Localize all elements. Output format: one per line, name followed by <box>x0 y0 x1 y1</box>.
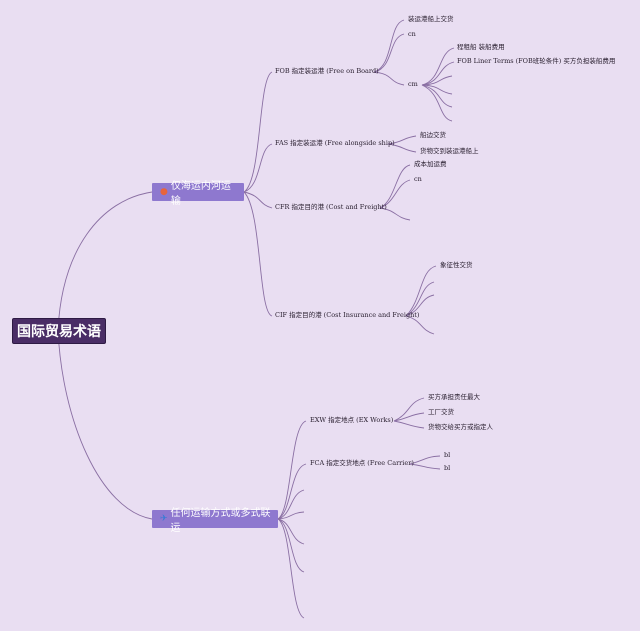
root-label: 国际贸易术语 <box>17 324 101 340</box>
fas-child-label[interactable]: 船边交货 <box>420 131 446 139</box>
sea-to-cif-connector <box>243 191 273 317</box>
term-exw[interactable]: EXW 指定地点 (EX Works) <box>310 416 394 424</box>
fob-child-label[interactable]: cm <box>408 80 418 88</box>
root-to-any-connector <box>57 329 153 520</box>
cm-child-connector <box>421 84 453 122</box>
cm-child-connector <box>421 84 453 95</box>
fas-child-connector <box>387 135 417 145</box>
mark-icon: ● <box>160 187 168 197</box>
sea-to-fas-connector <box>243 143 273 193</box>
cfr-child-label[interactable]: cn <box>414 175 422 183</box>
cm-child-connector <box>421 84 453 108</box>
cfr-child-label[interactable]: 成本加运费 <box>414 160 447 168</box>
fob-child-connector <box>373 71 405 86</box>
term-fca[interactable]: FCA 指定交货地点 (Free Carrier) <box>310 459 414 467</box>
exw-child-label[interactable]: 买方承担责任最大 <box>428 393 480 401</box>
fob-child-connector <box>373 33 405 73</box>
any-to-term-connector <box>277 518 305 545</box>
fca-child-label[interactable]: bl <box>444 451 451 459</box>
cif-child-connector <box>405 281 435 317</box>
fob-child-label[interactable]: 装运港船上交货 <box>408 15 454 23</box>
exw-child-label[interactable]: 工厂交货 <box>428 408 454 416</box>
cfr-child-connector <box>379 164 411 209</box>
term-cif[interactable]: CIF 指定目的港 (Cost Insurance and Freight) <box>275 311 420 319</box>
root-node[interactable]: 国际贸易术语 <box>12 318 106 344</box>
cif-child-connector <box>405 315 435 335</box>
sea-to-cfr-connector <box>243 191 273 209</box>
fas-child-label[interactable]: 货物交到装运港船上 <box>420 147 479 155</box>
fob-child-label[interactable]: cn <box>408 30 416 38</box>
category-any-label: 任何运输方式或多式联运 <box>170 508 271 534</box>
term-fob[interactable]: FOB 指定装运港 (Free on Board) <box>275 67 379 75</box>
term-fas[interactable]: FAS 指定装运港 (Free alongside ship) <box>275 139 395 147</box>
cif-child-connector <box>405 265 437 317</box>
any-to-exw-connector <box>277 420 307 520</box>
fca-child-connector <box>409 463 441 470</box>
category-sea-label: 仅海运内河运输 <box>170 181 231 207</box>
cm-child-label[interactable]: FOB Liner Terms (FOB班轮条件) 买方负担装船费用 <box>457 57 616 65</box>
fca-child-connector <box>409 455 441 465</box>
exw-child-connector <box>393 397 425 422</box>
any-to-term-connector <box>277 489 305 520</box>
exw-child-label[interactable]: 货物交给买方或指定人 <box>428 423 493 431</box>
any-to-term-connector <box>277 518 305 619</box>
any-to-term-connector <box>277 511 305 520</box>
category-sea-transport[interactable]: ● 仅海运内河运输 <box>152 181 244 207</box>
cfr-child-connector <box>379 207 411 221</box>
sea-to-fob-connector <box>243 71 273 193</box>
root-to-sea-connector <box>57 191 153 331</box>
fas-child-connector <box>387 143 417 153</box>
cfr-child-connector <box>379 179 411 209</box>
plane-icon: ✈ <box>160 514 168 524</box>
cif-child-label[interactable]: 象征性交货 <box>440 261 473 269</box>
cm-child-label[interactable]: 程租船 装船费用 <box>457 43 505 51</box>
cm-child-connector <box>421 47 455 86</box>
term-cfr[interactable]: CFR 指定目的港 (Cost and Freight) <box>275 203 387 211</box>
cm-child-connector <box>421 75 453 86</box>
any-to-fca-connector <box>277 463 307 520</box>
exw-child-connector <box>393 412 425 422</box>
cm-child-connector <box>421 61 455 86</box>
fob-child-connector <box>373 19 405 73</box>
any-to-term-connector <box>277 518 305 573</box>
cif-child-connector <box>405 294 435 317</box>
category-any-transport[interactable]: ✈ 任何运输方式或多式联运 <box>152 508 278 534</box>
exw-child-connector <box>393 420 425 429</box>
fca-child-label[interactable]: bl <box>444 464 451 472</box>
